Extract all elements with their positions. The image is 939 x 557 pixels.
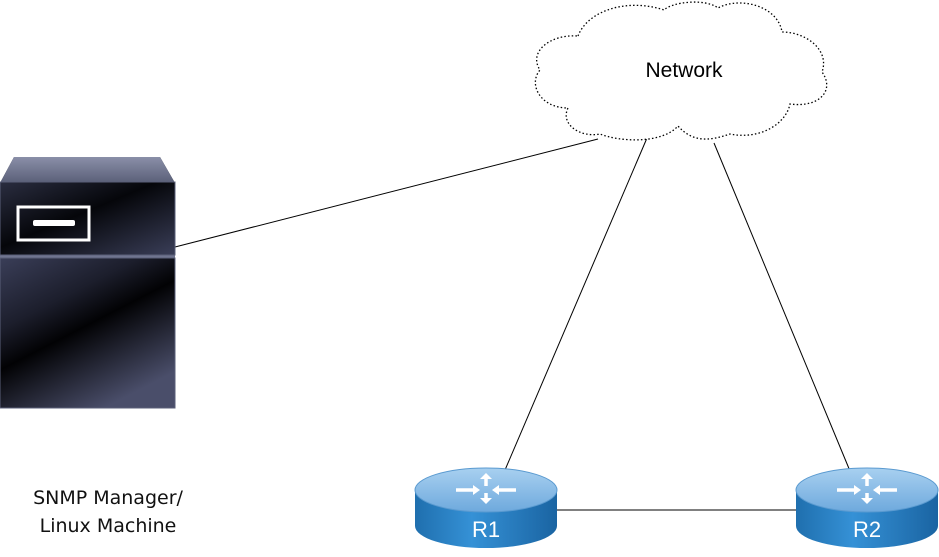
snmp-manager-label-line1: SNMP Manager/: [33, 487, 183, 509]
cloud-label: Network: [645, 59, 723, 82]
server-icon: [0, 157, 176, 409]
link-network-r2: [713, 142, 851, 472]
snmp-manager-label-line2: Linux Machine: [39, 515, 177, 537]
router-r1[interactable]: R1: [414, 467, 558, 548]
snmp-manager-server[interactable]: [0, 157, 176, 409]
router-r2-label: R2: [853, 517, 881, 542]
link-network-r1: [504, 137, 648, 471]
snmp-manager-label: SNMP Manager/ Linux Machine: [18, 484, 198, 540]
router-icon: [414, 467, 558, 548]
router-r1-label: R1: [472, 517, 500, 542]
router-icon: [795, 467, 939, 548]
router-r2[interactable]: R2: [795, 467, 939, 548]
cloud-icon: [534, 1, 828, 141]
network-cloud[interactable]: Network: [534, 1, 828, 141]
link-manager-network: [174, 138, 599, 248]
